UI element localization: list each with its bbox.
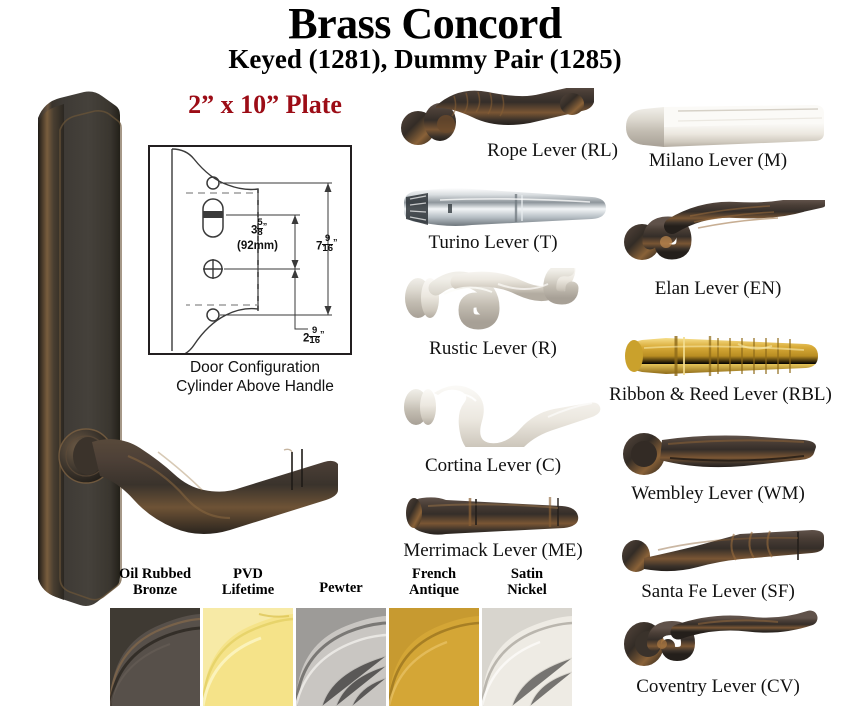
lever-label-rustic: Rustic Lever (R) [429,338,557,359]
dim-unit: ” [319,329,325,340]
finish-label-line2: Lifetime [221,582,275,599]
lever-image-ribbon-reed [618,330,828,387]
dim-whole: 7 [316,240,323,253]
lever-label-milano: Milano Lever (M) [648,150,788,171]
lever-label-rope: Rope Lever (RL) [487,140,618,161]
finish-swatch-oil-rubbed-bronze[interactable] [110,608,200,706]
diagram-caption-line1: Door Configuration [189,359,321,376]
lever-label-merrimack: Merrimack Lever (ME) [403,540,583,561]
lever-image-turino [396,185,611,236]
dim-denominator: 8 [257,226,263,238]
finish-label-line1: French [411,566,457,582]
dim-unit: ” [332,237,338,248]
finish-label-line1: PVD [233,566,263,582]
dim-whole: 3 [251,224,258,237]
lever-label-ribbon-reed: Ribbon & Reed Lever (RBL) [609,384,832,405]
finish-label-pewter: Pewter [296,580,386,596]
dim-unit: ” [262,221,268,232]
dim-numerator: 9 [322,234,333,245]
finish-label-line1: Pewter [319,580,363,596]
lever-image-rustic [398,260,598,335]
dim-numerator: 9 [309,326,320,337]
finish-label-satin-nickel: Satin Nickel [482,566,572,598]
lever-image-santa-fe [618,528,828,585]
dimension-label-lower: 2 9 16 ” [303,326,325,346]
finish-swatch-pewter[interactable] [296,608,386,706]
lever-image-wembley [618,428,823,485]
lever-label-elan: Elan Lever (EN) [654,278,782,299]
dim-whole: 2 [303,332,310,345]
finish-label-pvd-lifetime: PVD Lifetime [203,566,293,598]
finish-swatch-french-antique[interactable] [389,608,479,706]
finish-label-oil-rubbed-bronze: Oil Rubbed Bronze [110,566,200,598]
page-title: Brass Concord [288,0,562,48]
lever-label-santa-fe: Santa Fe Lever (SF) [641,581,795,602]
finish-swatch-pvd-lifetime[interactable] [203,608,293,706]
finish-label-line1: Oil Rubbed [118,566,192,582]
finish-label-line2: Antique [409,582,459,599]
finish-label-line1: Satin [510,566,544,582]
dimension-label-metric: (92mm) [237,240,278,252]
plate-size-heading: 2” x 10” Plate [188,90,342,119]
finish-swatch-satin-nickel[interactable] [482,608,572,706]
dimension-label-overall: 7 9 16 ” [316,234,338,254]
lever-image-merrimack [398,488,588,543]
door-configuration-diagram [148,145,352,355]
finish-label-french-antique: French Antique [389,566,479,598]
diagram-caption: Door Configuration Cylinder Above Handle [135,358,375,397]
dim-numerator: 5 [257,217,263,229]
dim-denominator: 16 [322,242,333,254]
lever-image-milano [618,103,828,156]
lever-image-cortina [398,375,603,460]
finish-label-line2: Bronze [132,582,178,599]
dimension-label-center-to-center: 3 5 8 ” [251,217,268,238]
lever-label-cortina: Cortina Lever (C) [424,455,562,476]
lever-image-coventry [618,610,823,679]
dim-denominator: 16 [309,334,320,346]
diagram-caption-line2: Cylinder Above Handle [176,378,334,396]
lever-label-wembley: Wembley Lever (WM) [631,483,805,504]
page-subtitle: Keyed (1281), Dummy Pair (1285) [228,44,622,74]
door-plate-product-image [8,84,338,644]
lever-image-elan [620,192,828,275]
lever-label-coventry: Coventry Lever (CV) [636,676,800,697]
lever-label-turino: Turino Lever (T) [428,232,558,253]
finish-label-line2: Nickel [507,582,547,599]
lever-image-rope [396,83,596,155]
